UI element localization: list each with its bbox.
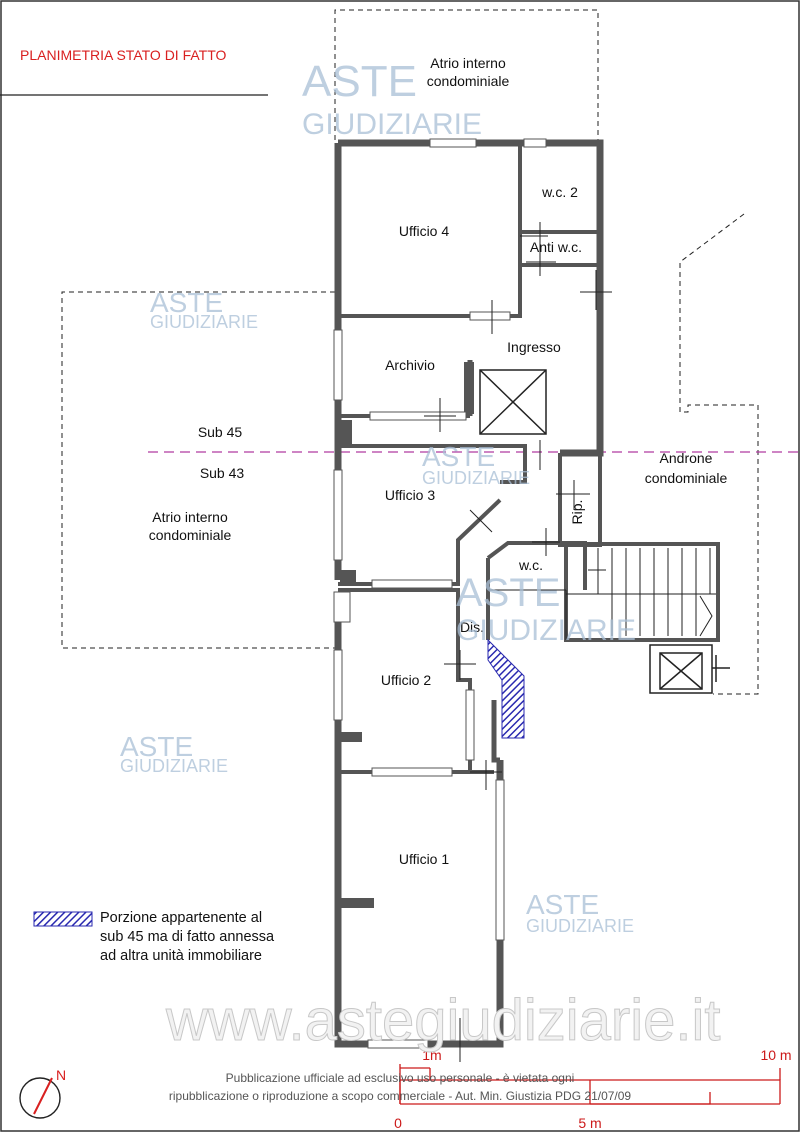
door-marks (424, 222, 612, 1062)
label-ufficio-2: Ufficio 2 (381, 672, 432, 688)
label-wc-2: w.c. 2 (541, 184, 578, 200)
watermarks: ASTE GIUDIZIARIE ASTE GIUDIZIARIE ASTE G… (120, 57, 721, 1054)
scale-label-10m: 10 m (760, 1047, 791, 1063)
scale-bar (399, 1064, 781, 1105)
label-anti-wc: Anti w.c. (530, 239, 582, 255)
svg-text:GIUDIZIARIE: GIUDIZIARIE (120, 756, 228, 776)
label-atrio-left-2: condominiale (149, 527, 232, 543)
svg-text:ASTE: ASTE (150, 287, 223, 318)
staircase (488, 542, 720, 642)
elevator-shaft-upper (479, 369, 547, 435)
legend-line-2: sub 45 ma di fatto annessa (100, 929, 275, 945)
watermark-site: www.astegiudiziarie.it (165, 988, 720, 1053)
footer-line-1: Pubblicazione ufficiale ad esclusivo uso… (226, 1071, 575, 1085)
svg-text:GIUDIZIARIE: GIUDIZIARIE (526, 916, 634, 936)
svg-text:ASTE: ASTE (120, 731, 193, 762)
label-wc: w.c. (518, 557, 543, 573)
scale-label-0: 0 (394, 1115, 402, 1131)
svg-text:GIUDIZIARIE: GIUDIZIARIE (456, 614, 636, 647)
common-area-outlines (61, 9, 759, 695)
label-dis: Dis. (460, 619, 484, 635)
label-sub-43: Sub 43 (200, 465, 245, 481)
north-label: N (56, 1067, 66, 1083)
svg-text:GIUDIZIARIE: GIUDIZIARIE (302, 108, 482, 141)
label-rip: Rip. (569, 500, 585, 525)
elevator-shaft-lower (649, 644, 730, 694)
label-ufficio-4: Ufficio 4 (399, 223, 450, 239)
svg-text:ASTE: ASTE (456, 571, 560, 615)
label-archivio: Archivio (385, 357, 435, 373)
svg-text:GIUDIZIARIE: GIUDIZIARIE (422, 468, 530, 488)
label-ingresso: Ingresso (507, 339, 561, 355)
label-atrio-top-1: Atrio interno (430, 55, 506, 71)
footer-line-2: ripubblicazione o riproduzione a scopo c… (169, 1089, 632, 1103)
label-atrio-left-1: Atrio interno (152, 509, 228, 525)
label-atrio-top-2: condominiale (427, 73, 510, 89)
svg-text:GIUDIZIARIE: GIUDIZIARIE (150, 312, 258, 332)
label-ufficio-3: Ufficio 3 (385, 487, 436, 503)
legend-line-3: ad altra unità immobiliare (100, 948, 262, 964)
scale-label-5m: 5 m (578, 1115, 601, 1131)
room-labels: Atrio interno condominiale Ufficio 4 w.c… (149, 55, 728, 867)
svg-text:ASTE: ASTE (526, 889, 599, 920)
legend-text: Porzione appartenente al sub 45 ma di fa… (100, 909, 304, 966)
scale-label-1m: 1m (422, 1047, 441, 1063)
label-ufficio-1: Ufficio 1 (399, 851, 450, 867)
label-androne-1: Androne (660, 450, 713, 466)
svg-text:ASTE: ASTE (422, 441, 495, 472)
page-title: PLANIMETRIA STATO DI FATTO (20, 47, 227, 63)
svg-text:ASTE: ASTE (302, 57, 417, 106)
legend-swatch (33, 911, 93, 927)
north-arrow-icon (19, 1077, 61, 1119)
annexed-portion-hatch (487, 638, 525, 739)
openings (333, 138, 547, 1049)
label-sub-45: Sub 45 (198, 424, 243, 440)
legend-line-1: Porzione appartenente al (100, 910, 263, 926)
label-androne-2: condominiale (645, 470, 728, 486)
